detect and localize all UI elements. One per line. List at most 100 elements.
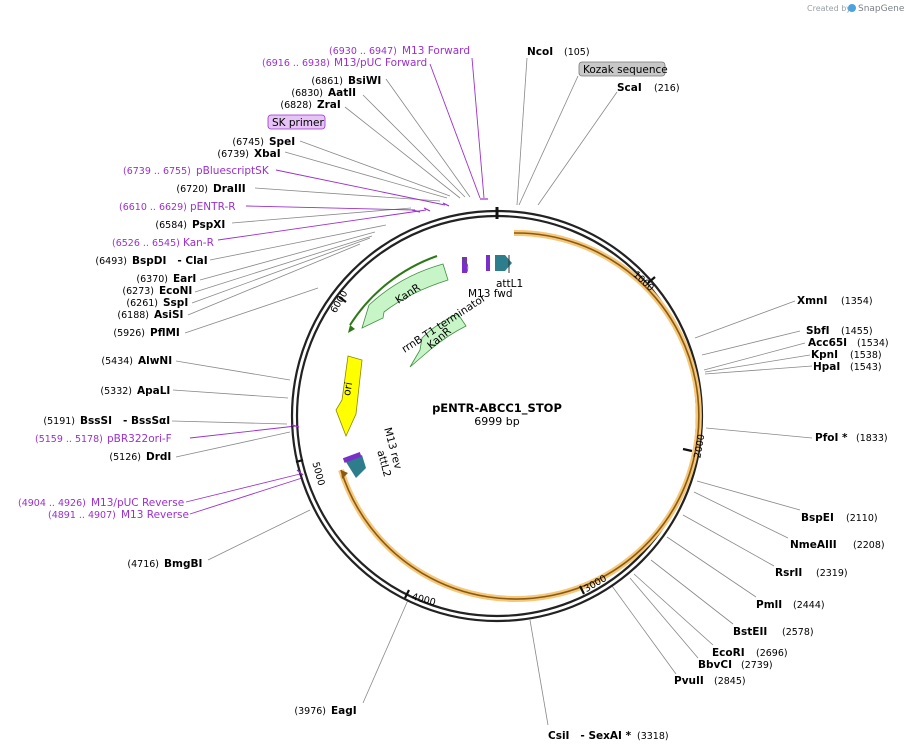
- sk-primer-label: SK primer: [272, 117, 324, 129]
- snapgene-logo-icon: [848, 4, 856, 12]
- enzyme-name: BmgBI: [164, 558, 202, 570]
- enzyme-name: ZraI: [317, 99, 341, 111]
- enzyme-pos: (2208): [853, 540, 885, 551]
- enzyme-pos: (1833): [856, 433, 888, 444]
- credit-brand: SnapGene: [858, 4, 905, 14]
- attl1-primer-marker: [486, 255, 490, 271]
- attl1-label: attL1: [496, 278, 523, 290]
- enzyme-name: BsiWI: [348, 75, 381, 87]
- enzyme-pos: (1534): [857, 338, 889, 349]
- primer-range: (6526 .. 6545): [112, 238, 180, 249]
- enzyme-name: BspDI - ClaI: [132, 255, 208, 267]
- primer-name: pBR322ori-F: [107, 433, 172, 445]
- enzyme-pos: (6493): [95, 256, 127, 267]
- primer-name: M13/pUC Forward: [334, 57, 427, 69]
- enzyme-name: ScaI: [617, 82, 642, 94]
- enzyme-name: PspXI: [192, 219, 225, 231]
- enzyme-name: CsiI - SexAI *: [548, 730, 632, 742]
- sk-primer-box: [267, 114, 326, 130]
- enzyme-pos: (2319): [816, 568, 848, 579]
- enzyme-name: BspEI: [801, 512, 834, 524]
- enzyme-pos: (6828): [280, 100, 312, 111]
- enzyme-pos: (6861): [311, 76, 343, 87]
- enzyme-pos: (3318): [637, 731, 669, 742]
- enzyme-pos: (1354): [841, 296, 873, 307]
- enzyme-pos: (2444): [793, 600, 825, 611]
- m13-rev-marker: [342, 452, 362, 463]
- enzyme-pos: (5191): [43, 416, 75, 427]
- enzyme-name: PvuII: [674, 675, 704, 687]
- rrnb-terminator-label: rrnB T1 terminator: [400, 292, 489, 356]
- enzymes-right: NcoI (105) ScaI (216) XmnI (1354) SbfI (…: [527, 46, 889, 742]
- enzyme-pos: (1455): [841, 326, 873, 337]
- enzyme-pos: (6584): [155, 220, 187, 231]
- enzyme-pos: (4716): [127, 559, 159, 570]
- enzyme-pos: (6273): [122, 286, 154, 297]
- enzyme-pos: (6745): [232, 137, 264, 148]
- primer-leader-lines: [185, 57, 485, 515]
- primer-name: M13/pUC Reverse: [91, 497, 184, 509]
- enzyme-name: KpnI: [811, 349, 838, 361]
- enzyme-pos: (6370): [136, 274, 168, 285]
- enzyme-pos: (6739): [217, 149, 249, 160]
- kanr-arc: [349, 255, 438, 326]
- kanr-feature-2: [409, 313, 467, 368]
- enzyme-name: XbaI: [254, 148, 281, 160]
- enzyme-name: XmnI: [797, 295, 827, 307]
- enzyme-pos: (6261): [126, 298, 158, 309]
- enzyme-name: AlwNI: [138, 355, 172, 367]
- enzyme-pos: (6720): [176, 184, 208, 195]
- kanr-feature-1: [361, 263, 449, 329]
- plasmid-length: 6999 bp: [474, 415, 519, 428]
- enzyme-pos: (5434): [101, 356, 133, 367]
- orf-arc: [340, 232, 700, 600]
- kanr-arc-arrowhead: [348, 325, 355, 333]
- orf-arrowhead: [341, 470, 348, 479]
- enzyme-name: SbfI: [806, 325, 830, 337]
- enzyme-pos: (2578): [782, 627, 814, 638]
- primer-sites: [291, 198, 488, 476]
- enzyme-pos: (6830): [291, 88, 323, 99]
- ori-label: ori: [341, 381, 355, 397]
- m13-fwd-label: M13 fwd: [468, 288, 513, 300]
- tick-4000: 4000: [411, 592, 437, 609]
- primer-range: (5159 .. 5178): [35, 434, 103, 445]
- kozak-label: Kozak sequence: [583, 64, 668, 76]
- enzyme-pos: (105): [564, 47, 590, 58]
- enzyme-name: AsiSI: [154, 309, 183, 321]
- primer-name: pBluescriptSK: [196, 165, 270, 177]
- kozak-box: [578, 61, 666, 77]
- primer-name: Kan-R: [183, 237, 214, 249]
- primer-range: (6930 .. 6947): [329, 46, 397, 57]
- enzyme-name: DraIII: [213, 183, 246, 195]
- primer-range: (6916 .. 6938): [262, 58, 330, 69]
- plasmid-name: pENTR-ABCC1_STOP: [432, 401, 562, 416]
- primer-range: (4904 .. 4926): [18, 498, 86, 509]
- primer-name: M13 Forward: [402, 45, 470, 57]
- enzyme-name: AatII: [328, 87, 356, 99]
- enzyme-name: PmlI: [756, 599, 782, 611]
- attl2-feature: [346, 455, 366, 478]
- credit-created-by: Created by: [807, 4, 851, 13]
- enzyme-pos: (2845): [714, 676, 746, 687]
- enzyme-pos: (3976): [294, 706, 326, 717]
- enzyme-name: ApaLI: [137, 385, 170, 397]
- enzyme-pos: (1543): [850, 362, 882, 373]
- enzyme-name: BbvCI: [698, 659, 732, 671]
- tick-5000: 5000: [310, 461, 327, 487]
- enzymes-left: (6861) BsiWI (6830) AatII (6828) ZraI (6…: [43, 75, 381, 717]
- enzyme-name: HpaI: [813, 361, 840, 373]
- primer-range: (4891 .. 4907): [48, 510, 116, 521]
- enzyme-pos: (1538): [850, 350, 882, 361]
- enzyme-name: RsrII: [775, 567, 802, 579]
- enzyme-name: NcoI: [527, 46, 553, 58]
- enzyme-name: EarI: [173, 273, 196, 285]
- enzyme-pos: (2696): [756, 648, 788, 659]
- m13-fwd-marker: [462, 257, 467, 273]
- primers: (6930 .. 6947) M13 Forward (6916 .. 6938…: [18, 45, 470, 521]
- ori-feature: [335, 355, 363, 438]
- enzyme-name: PflMI: [150, 327, 180, 339]
- primer-name: M13 Reverse: [121, 509, 189, 521]
- primer-range: (6610 .. 6629): [119, 202, 187, 213]
